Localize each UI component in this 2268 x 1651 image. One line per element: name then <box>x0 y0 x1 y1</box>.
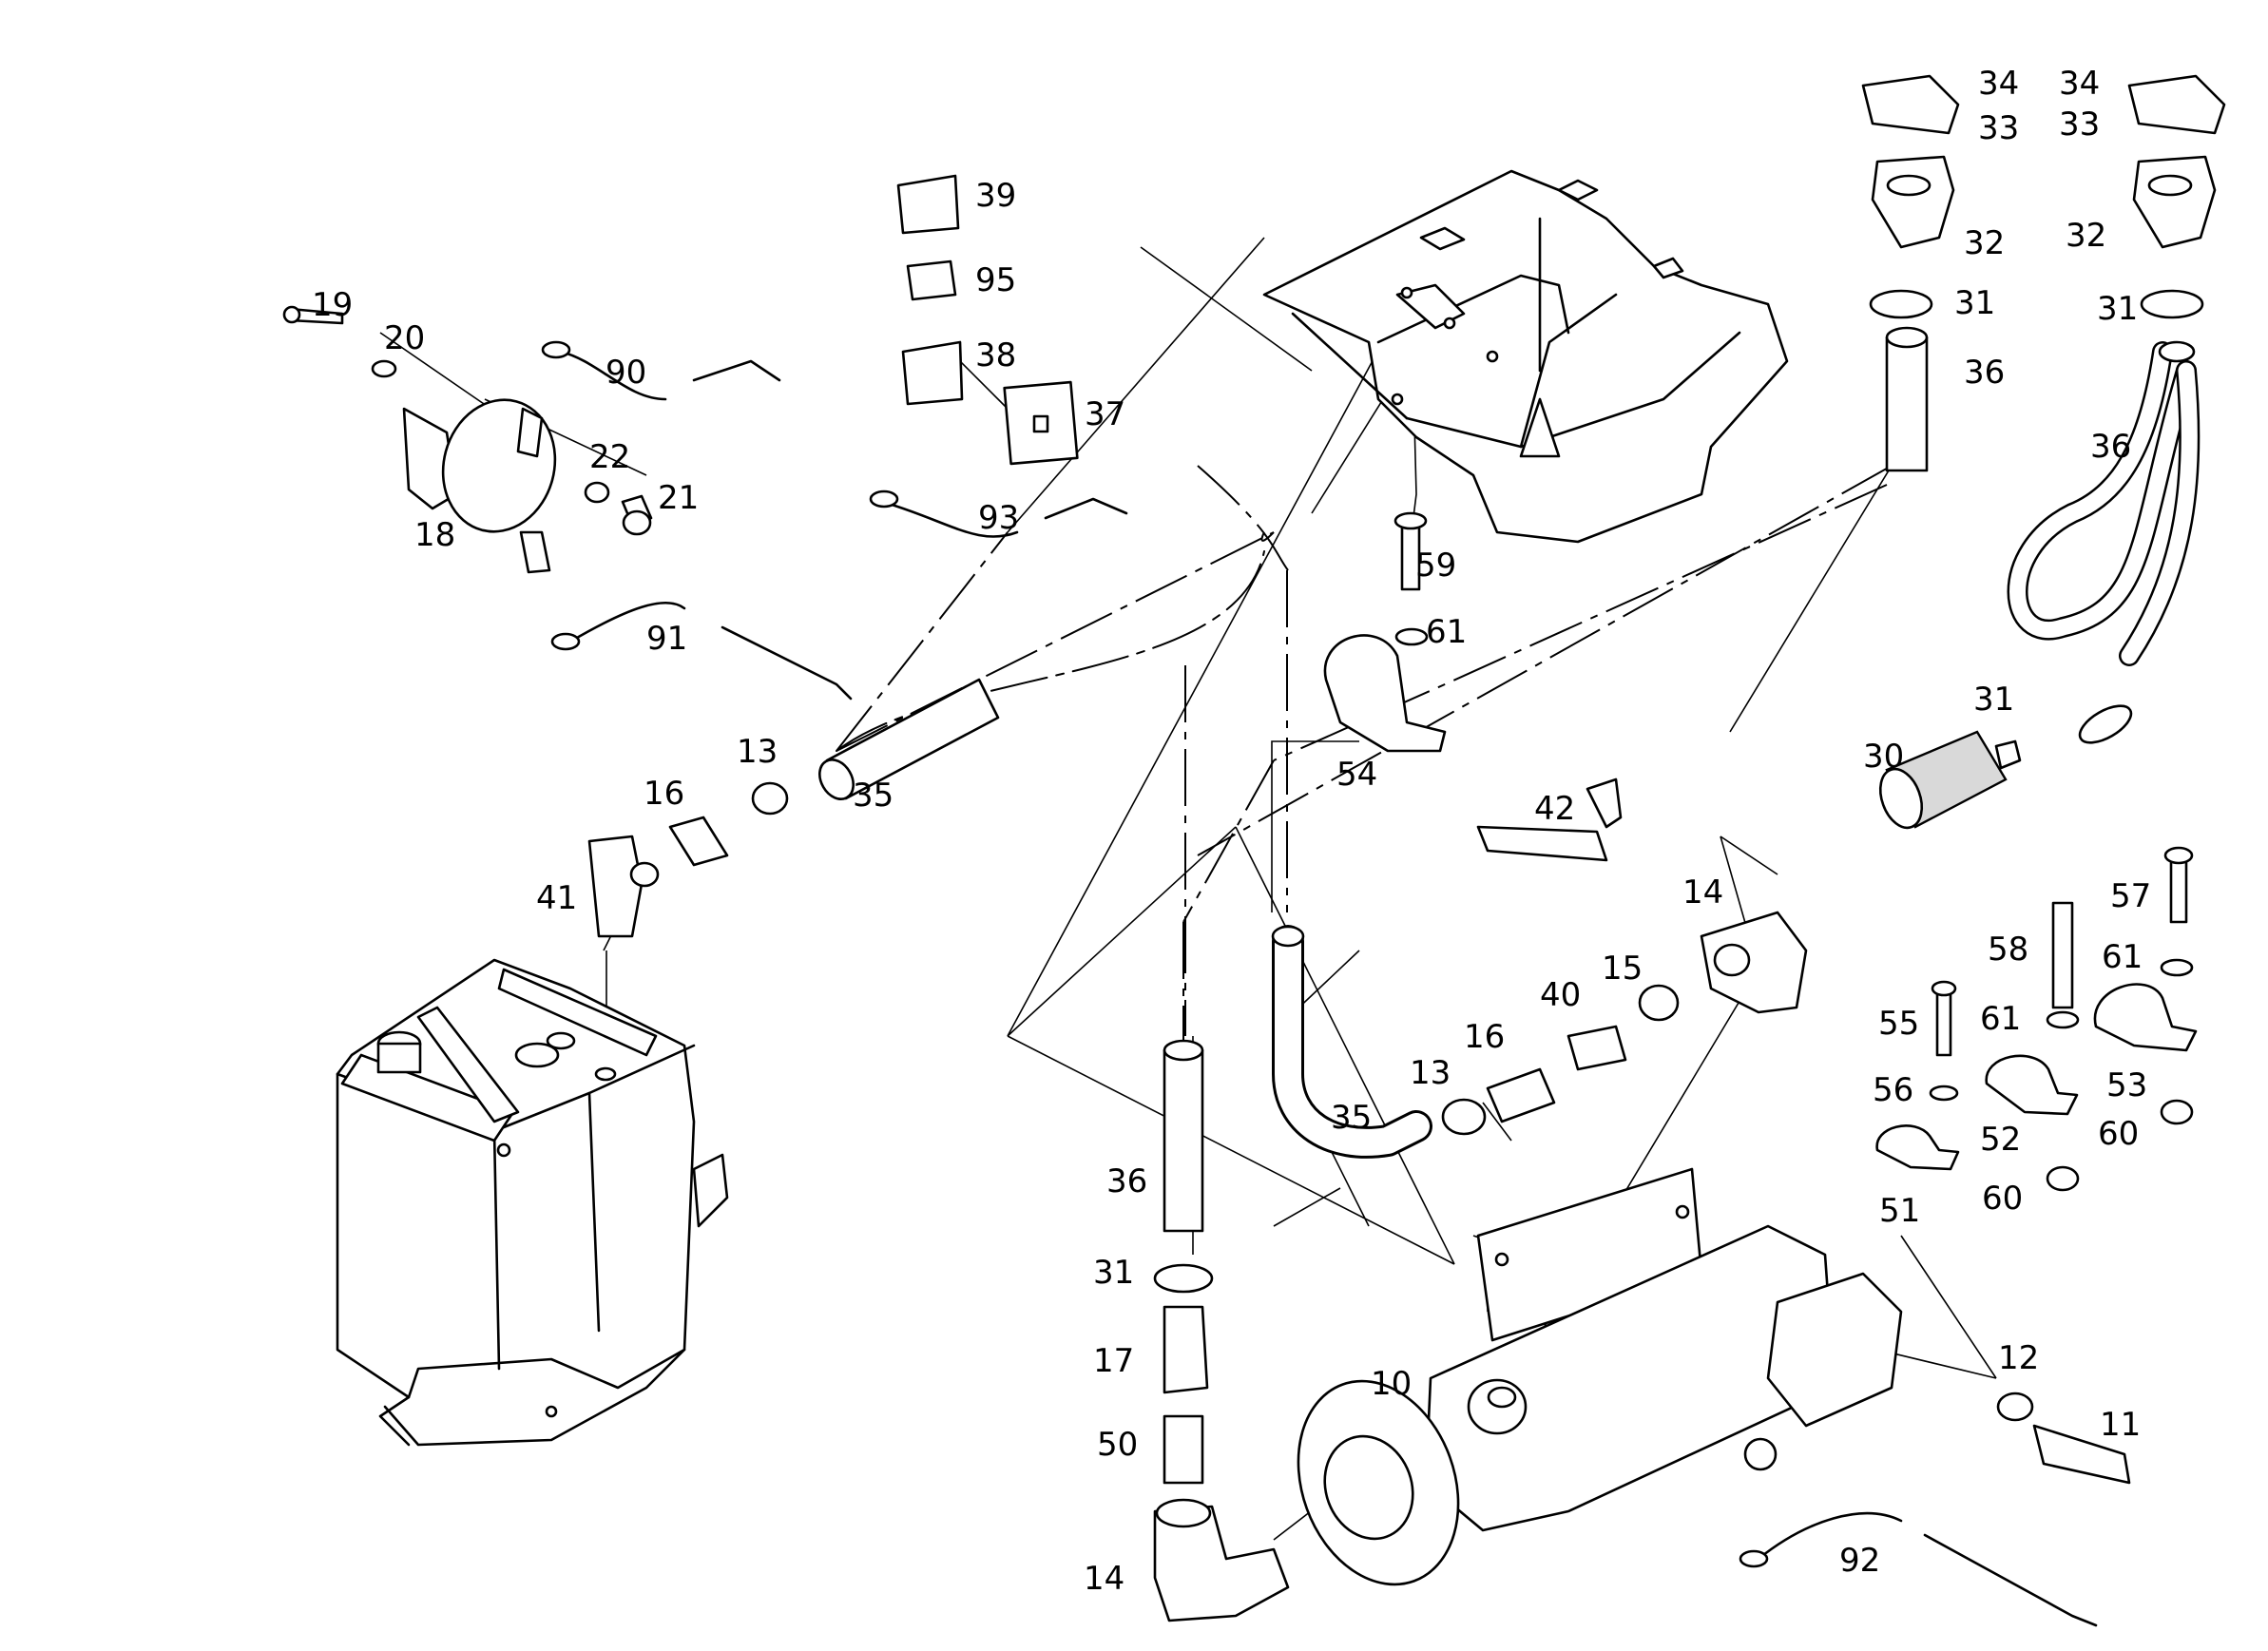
callout-93: 93 <box>978 499 1019 537</box>
callout-14: 14 <box>1084 1560 1124 1598</box>
callout-13: 13 <box>737 733 778 771</box>
callout-31: 31 <box>1954 284 1995 322</box>
callout-54: 54 <box>1336 756 1377 794</box>
callout-58: 58 <box>1988 931 2028 969</box>
callout-92: 92 <box>1839 1542 1880 1580</box>
callout-19: 19 <box>312 286 353 324</box>
callout-11: 11 <box>2100 1406 2141 1444</box>
callout-10: 10 <box>1371 1365 1412 1403</box>
callout-13: 13 <box>1410 1054 1451 1092</box>
callout-12: 12 <box>1998 1339 2039 1377</box>
callout-32: 32 <box>1964 224 2005 262</box>
callout-51: 51 <box>1879 1192 1920 1230</box>
callout-35: 35 <box>1331 1099 1372 1137</box>
fuel-filter <box>1878 730 2022 830</box>
callout-33: 33 <box>1978 109 2019 147</box>
callout-61: 61 <box>2102 938 2143 976</box>
fuel-tank <box>336 958 729 1447</box>
bracket-42 <box>1476 778 1623 862</box>
callout-40: 40 <box>1540 976 1581 1014</box>
callout-36: 36 <box>2090 428 2131 466</box>
callout-33: 33 <box>2059 106 2100 144</box>
callout-32: 32 <box>2066 217 2106 255</box>
callout-15: 15 <box>1602 950 1643 988</box>
callout-59: 59 <box>1415 547 1456 585</box>
callout-53: 53 <box>2106 1066 2147 1104</box>
callout-18: 18 <box>414 516 455 554</box>
callout-91: 91 <box>646 620 687 658</box>
callout-41: 41 <box>536 879 577 917</box>
callout-35: 35 <box>853 777 894 815</box>
callout-55: 55 <box>1878 1005 1919 1043</box>
pipe-clamp-54 <box>1323 511 1447 753</box>
callout-52: 52 <box>1980 1121 2021 1159</box>
callout-39: 39 <box>975 177 1016 215</box>
callout-16: 16 <box>644 775 684 813</box>
callout-16: 16 <box>1464 1018 1505 1056</box>
callout-31: 31 <box>1093 1254 1134 1292</box>
callout-34: 34 <box>1978 65 2019 103</box>
callout-30: 30 <box>1863 738 1904 776</box>
callout-20: 20 <box>384 319 425 357</box>
callout-61: 61 <box>1980 1000 2021 1038</box>
callout-60: 60 <box>1982 1180 2023 1218</box>
callout-95: 95 <box>975 261 1016 299</box>
pump-motor <box>1297 1167 2131 1586</box>
callout-22: 22 <box>589 438 630 476</box>
callout-31: 31 <box>1973 681 2014 719</box>
clamps-right <box>1875 846 2198 1192</box>
callout-42: 42 <box>1534 790 1575 828</box>
mounting-tray <box>1262 169 1789 544</box>
fuel-cock-assembly <box>282 305 653 574</box>
callout-56: 56 <box>1873 1071 1913 1109</box>
fittings-left <box>587 781 789 938</box>
callout-60: 60 <box>2098 1115 2139 1153</box>
callout-31: 31 <box>2097 290 2138 328</box>
callout-labels: 19 20 90 22 21 18 91 39 95 38 37 93 34 3… <box>312 65 2151 1598</box>
callout-37: 37 <box>1085 395 1125 433</box>
callout-57: 57 <box>2110 877 2151 915</box>
callout-21: 21 <box>658 479 699 517</box>
callout-50: 50 <box>1097 1426 1138 1464</box>
callout-61: 61 <box>1426 613 1467 651</box>
callout-14: 14 <box>1682 873 1723 912</box>
callout-38: 38 <box>975 336 1016 374</box>
coupling-stack-left <box>1861 74 1960 472</box>
hose-35-lower <box>1271 925 1432 1159</box>
callout-17: 17 <box>1093 1342 1134 1380</box>
callout-36: 36 <box>1964 354 2005 392</box>
hose-35-upper <box>818 678 1000 800</box>
hose-column-bottom <box>1153 1039 1290 1622</box>
callout-34: 34 <box>2059 65 2100 103</box>
callout-90: 90 <box>605 354 646 392</box>
cables <box>541 340 2098 1627</box>
coupling-stack-right <box>2007 74 2226 744</box>
fuse-holder <box>896 174 1079 466</box>
callout-36: 36 <box>1106 1162 1147 1200</box>
fittings-right <box>1441 911 1808 1136</box>
